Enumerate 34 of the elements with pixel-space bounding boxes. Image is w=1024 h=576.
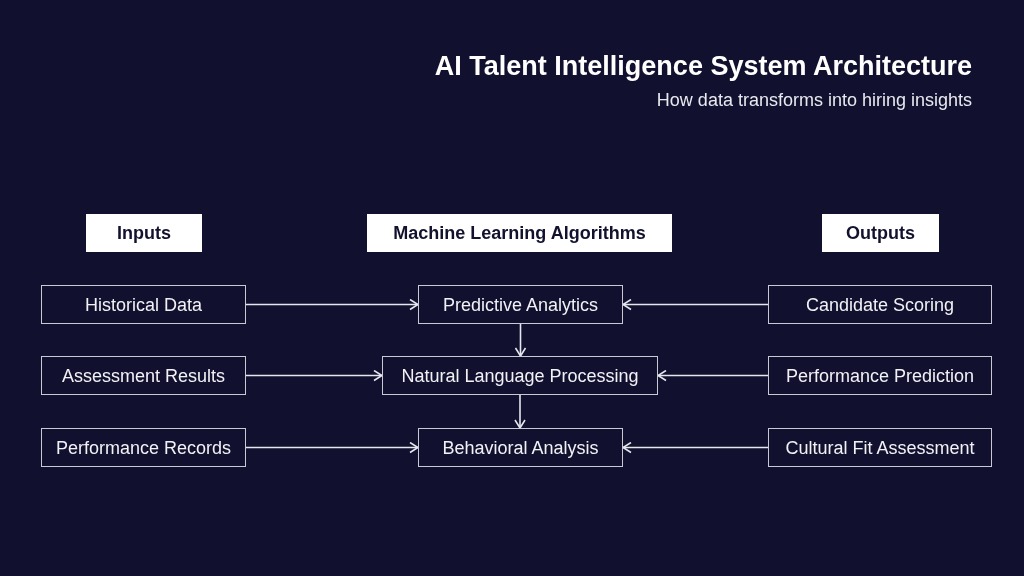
arrow — [514, 323, 527, 357]
node-label: Candidate Scoring — [805, 293, 955, 316]
node-label: Cultural Fit Assessment — [785, 436, 975, 459]
title: AI Talent Intelligence System Architecture — [434, 50, 972, 82]
process-box — [41, 428, 246, 467]
node-label: Assessment Results — [61, 364, 226, 387]
arrow — [245, 298, 419, 311]
process-box — [768, 285, 992, 324]
arrow — [245, 369, 383, 382]
arrow — [514, 394, 526, 429]
node-label: Performance Prediction — [785, 364, 975, 387]
node-label: Behavioral Analysis — [442, 436, 599, 459]
process-box — [41, 356, 246, 395]
node-label: Natural Language Processing — [401, 364, 639, 387]
arrow — [622, 441, 769, 454]
node-label: Predictive Analytics — [442, 293, 599, 316]
arrow — [657, 369, 769, 382]
process-box — [41, 285, 246, 324]
header-text: Inputs — [117, 222, 171, 244]
node-label: Performance Records — [55, 436, 232, 459]
subtitle: How data transforms into hiring insights — [656, 89, 972, 111]
column-header — [86, 214, 202, 252]
header-text: Outputs — [846, 222, 915, 244]
header-text: Machine Learning Algorithms — [393, 222, 646, 244]
process-box — [768, 356, 992, 395]
arrow — [622, 298, 769, 311]
process-box — [768, 428, 992, 467]
column-header — [822, 214, 939, 252]
arrow — [245, 441, 419, 454]
process-box — [418, 285, 623, 324]
column-header — [367, 214, 672, 252]
process-box — [382, 356, 658, 395]
process-box — [418, 428, 623, 467]
node-label: Historical Data — [84, 293, 202, 316]
